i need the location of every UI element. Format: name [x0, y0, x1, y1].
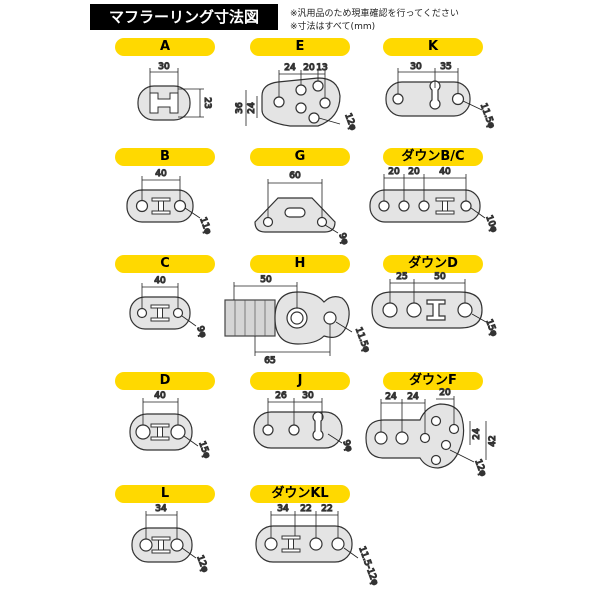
label-down-d-text: ダウンD [408, 256, 458, 271]
label-down-d: ダウンD [383, 255, 483, 273]
label-g: G [250, 148, 350, 166]
dim-dkl-3: 22 [321, 504, 332, 514]
dim-e-1: 24 [284, 63, 296, 73]
label-l-text: L [160, 486, 170, 501]
dim-e-5: 24 [247, 102, 257, 114]
label-h: H [250, 255, 350, 273]
dim-l-2: 12φ [194, 554, 209, 574]
dim-dbc-2: 20 [408, 167, 420, 177]
part-h: 50 65 11.5φ [224, 274, 372, 367]
dim-df-1: 24 [385, 392, 397, 402]
label-h-text: H [294, 256, 306, 271]
label-j-text: J [297, 373, 303, 388]
dim-a-height: 23 [202, 97, 212, 108]
dim-h-1: 50 [260, 275, 272, 285]
label-e-text: E [295, 39, 305, 54]
dim-l-1: 34 [155, 504, 167, 514]
page-title: マフラーリング寸法図 [108, 8, 259, 26]
dim-c-1: 40 [154, 276, 166, 286]
dim-c-2: 9φ [194, 325, 207, 339]
label-b: B [115, 148, 215, 166]
dim-k-1: 30 [410, 62, 422, 72]
dim-a-width: 30 [158, 62, 170, 72]
part-down-d-body [371, 291, 483, 329]
dim-b-1: 40 [155, 169, 167, 179]
part-h-body [274, 291, 350, 345]
label-a-text: A [159, 39, 171, 54]
part-e: 24 20 13 36 24 12φ [234, 62, 358, 132]
part-g: 60 9φ [254, 170, 350, 247]
label-c-text: C [160, 256, 170, 271]
note-line-2: ※寸法はすべて(mm) [290, 22, 376, 32]
dim-j-2: 30 [302, 391, 314, 401]
dim-h-3: 11.5φ [353, 326, 371, 354]
dim-dkl-1: 34 [277, 504, 289, 514]
dim-e-3: 13 [316, 63, 327, 73]
dim-k-2: 35 [440, 62, 451, 72]
dim-g-2: 9φ [336, 232, 349, 246]
dim-dkl-2: 22 [300, 504, 311, 514]
label-down-bc: ダウンB/C [383, 148, 483, 166]
part-c: 40 9φ [129, 275, 208, 340]
label-down-kl-text: ダウンKL [271, 486, 329, 501]
dim-e-2: 20 [303, 63, 315, 73]
part-d: 40 15φ [129, 390, 212, 461]
part-l: 34 12φ [131, 503, 210, 575]
label-a: A [115, 38, 215, 56]
dim-df-5: 42 [488, 435, 498, 446]
dim-df-4: 24 [472, 428, 482, 440]
label-k: K [383, 38, 483, 56]
label-k-text: K [427, 39, 439, 54]
dim-dbc-1: 20 [388, 167, 400, 177]
dim-e-4: 36 [235, 102, 245, 114]
label-down-f-text: ダウンF [409, 373, 457, 388]
part-down-f: 24 24 20 24 42 12φ [365, 387, 499, 479]
dim-df-6: 12φ [472, 458, 487, 478]
dim-g-1: 60 [289, 171, 301, 181]
dim-dd-1: 25 [396, 272, 407, 282]
label-down-f: ダウンF [383, 372, 483, 390]
part-a-ibeam [149, 92, 179, 114]
dim-dd-2: 50 [434, 272, 446, 282]
part-k-body [385, 81, 471, 117]
part-down-kl: 34 22 22 11.5-12φ [255, 503, 380, 587]
part-down-bc: 20 20 40 10φ [369, 166, 499, 235]
dim-e-6: 12φ [342, 112, 357, 132]
dim-dkl-4: 11.5-12φ [356, 545, 379, 587]
part-b: 40 11φ [126, 168, 213, 237]
label-l: L [115, 485, 215, 503]
dim-h-2: 65 [264, 356, 275, 366]
dim-k-3: 11.5φ [478, 102, 496, 130]
label-g-text: G [294, 149, 306, 164]
label-d: D [115, 372, 215, 390]
title-bar: マフラーリング寸法図 [90, 4, 278, 30]
dim-b-2: 11φ [197, 216, 212, 236]
part-k: 30 35 11.5φ [385, 61, 497, 131]
part-h-bracket [224, 299, 276, 337]
label-e: E [250, 38, 350, 56]
dim-j-1: 26 [275, 391, 287, 401]
part-a: 30 23 [137, 61, 213, 121]
dim-j-3: 9φ [340, 439, 353, 453]
dim-d-2: 15φ [196, 440, 211, 460]
label-c: C [115, 255, 215, 273]
note-line-1: ※汎用品のため現車確認を行ってください [290, 9, 459, 19]
dim-df-3: 20 [439, 388, 451, 398]
dim-dd-3: 15φ [483, 318, 498, 338]
part-down-d: 25 50 15φ [371, 271, 499, 339]
dim-d-1: 40 [154, 391, 166, 401]
label-d-text: D [159, 373, 171, 388]
label-j: J [250, 372, 350, 390]
part-j: 26 30 9φ [253, 390, 354, 454]
dim-df-2: 24 [407, 392, 419, 402]
label-down-kl: ダウンKL [250, 485, 350, 503]
label-down-bc-text: ダウンB/C [401, 149, 465, 164]
part-down-kl-body [255, 525, 353, 563]
label-b-text: B [160, 149, 170, 164]
dim-dbc-4: 10φ [483, 214, 498, 234]
dim-dbc-3: 40 [439, 167, 451, 177]
